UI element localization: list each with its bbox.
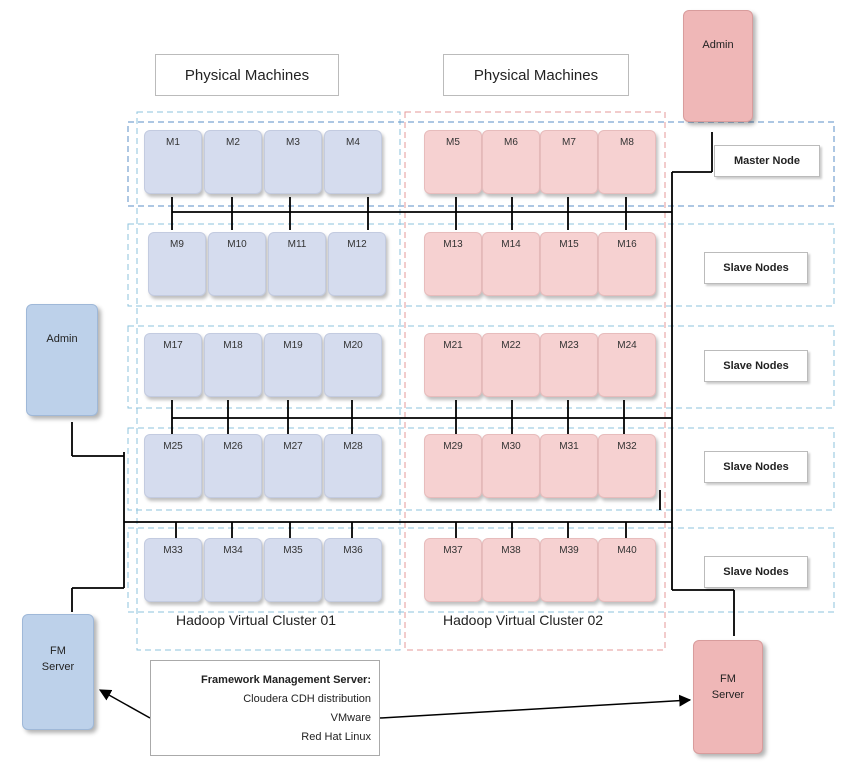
slave-nodes-label-4: Slave Nodes (704, 556, 808, 588)
machine-m25: M25 (144, 434, 202, 498)
cluster-01-label: Hadoop Virtual Cluster 01 (176, 612, 337, 628)
machine-m35: M35 (264, 538, 322, 602)
machine-m15: M15 (540, 232, 598, 296)
slave-row-2-outline (127, 325, 835, 409)
physical-machines-label-right: Physical Machines (443, 54, 629, 96)
machine-m9: M9 (148, 232, 206, 296)
machine-m7: M7 (540, 130, 598, 194)
machine-m22: M22 (482, 333, 540, 397)
fm-server-left-line2: Server (41, 661, 75, 673)
admin-node-top: Admin (683, 10, 753, 122)
fms-line-cloudera: Cloudera CDH distribution (243, 693, 371, 705)
machine-m1: M1 (144, 130, 202, 194)
fm-server-right-line2: Server (711, 689, 745, 701)
master-node-label: Master Node (714, 145, 820, 177)
fm-server-left-line1: FM (50, 645, 66, 657)
machine-m4: M4 (324, 130, 382, 194)
machine-m31: M31 (540, 434, 598, 498)
machine-m36: M36 (324, 538, 382, 602)
machine-m6: M6 (482, 130, 540, 194)
machine-m11: M11 (268, 232, 326, 296)
cluster-02-label: Hadoop Virtual Cluster 02 (443, 612, 604, 628)
machine-m24: M24 (598, 333, 656, 397)
machine-m40: M40 (598, 538, 656, 602)
machine-m28: M28 (324, 434, 382, 498)
machine-m29: M29 (424, 434, 482, 498)
machine-m2: M2 (204, 130, 262, 194)
machine-m38: M38 (482, 538, 540, 602)
machine-m19: M19 (264, 333, 322, 397)
machine-m27: M27 (264, 434, 322, 498)
slave-row-3-outline (127, 427, 835, 511)
physical-machines-label-left: Physical Machines (155, 54, 339, 96)
fms-line-redhat: Red Hat Linux (301, 731, 371, 743)
machine-m17: M17 (144, 333, 202, 397)
machine-m18: M18 (204, 333, 262, 397)
machine-m13: M13 (424, 232, 482, 296)
machine-m33: M33 (144, 538, 202, 602)
machine-m26: M26 (204, 434, 262, 498)
slave-row-1-outline (127, 223, 835, 307)
cluster-01-outline (136, 111, 401, 651)
arrow-to-right-fm (379, 694, 692, 719)
machine-m10: M10 (208, 232, 266, 296)
fms-title: Framework Management Server: (201, 674, 371, 686)
slave-nodes-label-1: Slave Nodes (704, 252, 808, 284)
slave-row-4-outline (127, 527, 835, 613)
network-lines (71, 132, 735, 636)
machine-m8: M8 (598, 130, 656, 194)
slave-nodes-label-2: Slave Nodes (704, 350, 808, 382)
machine-m12: M12 (328, 232, 386, 296)
admin-node-left: Admin (26, 304, 98, 416)
machine-m23: M23 (540, 333, 598, 397)
machine-m14: M14 (482, 232, 540, 296)
machine-m32: M32 (598, 434, 656, 498)
machine-m16: M16 (598, 232, 656, 296)
fm-server-right: FM Server (693, 640, 763, 754)
admin-node-left-label: Admin (46, 333, 78, 345)
fm-server-left: FM Server (22, 614, 94, 730)
cluster-02-outline (404, 111, 666, 651)
fm-server-right-line1: FM (720, 673, 736, 685)
machine-m5: M5 (424, 130, 482, 194)
machine-m39: M39 (540, 538, 598, 602)
fms-line-vmware: VMware (330, 712, 371, 724)
master-row-outline (127, 121, 835, 207)
machine-m20: M20 (324, 333, 382, 397)
admin-node-top-label: Admin (702, 39, 734, 51)
machine-m3: M3 (264, 130, 322, 194)
machine-m34: M34 (204, 538, 262, 602)
arrow-to-left-fm (98, 689, 151, 719)
machine-m30: M30 (482, 434, 540, 498)
machine-m21: M21 (424, 333, 482, 397)
machine-m37: M37 (424, 538, 482, 602)
slave-nodes-label-3: Slave Nodes (704, 451, 808, 483)
framework-management-server-box: Framework Management Server: Cloudera CD… (150, 660, 380, 756)
